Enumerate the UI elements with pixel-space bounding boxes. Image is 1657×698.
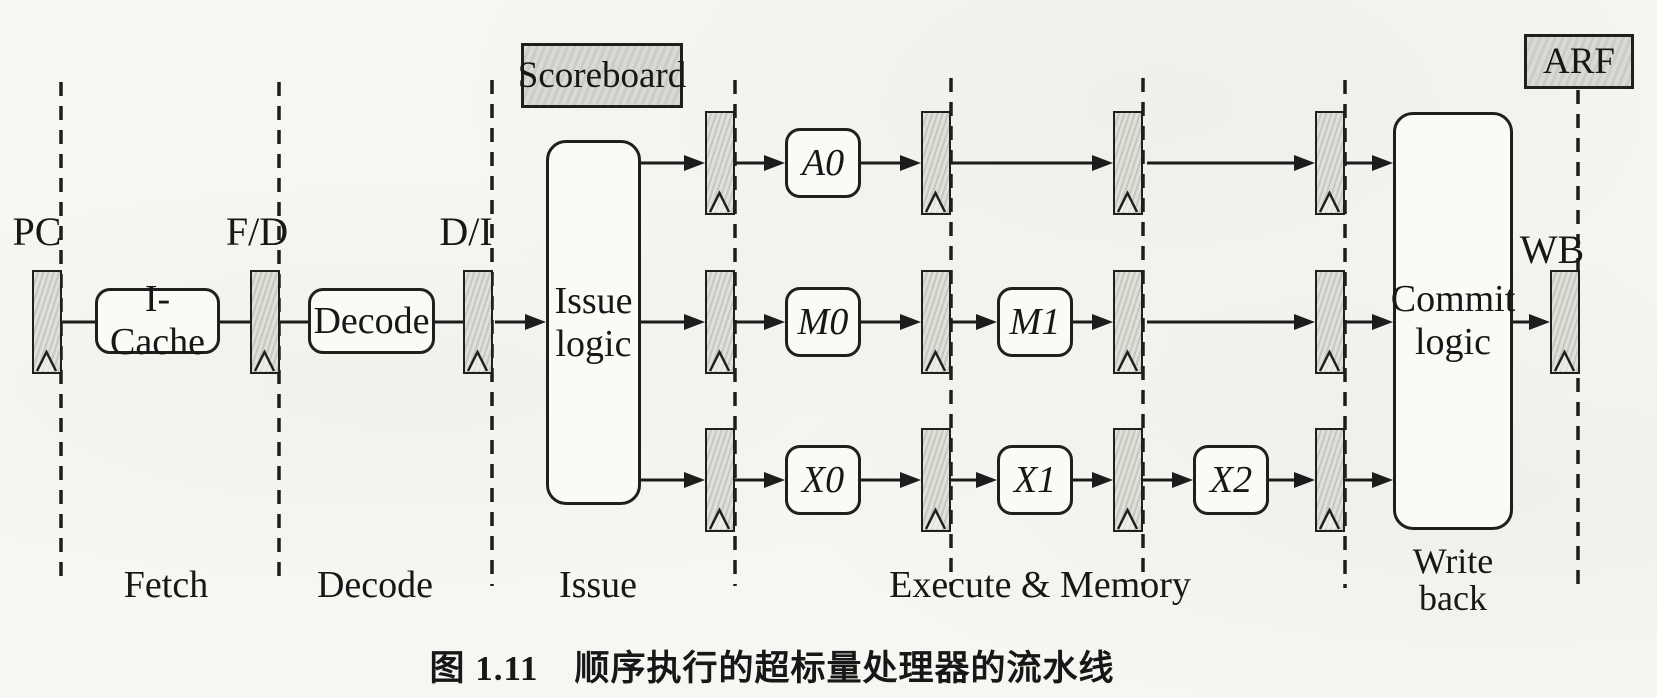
arrowhead-icon-22 bbox=[1372, 472, 1393, 488]
exec-x2-box: X2 bbox=[1193, 445, 1269, 515]
commit-logic-label-line2: logic bbox=[1415, 321, 1491, 363]
stage-label-writeback-line1: Write bbox=[1412, 541, 1494, 581]
pipeline-register-di bbox=[463, 270, 493, 374]
commit-logic-box: Commit logic bbox=[1390, 112, 1516, 530]
exec-x1-box: X1 bbox=[997, 445, 1073, 515]
clock-triangle-icon bbox=[924, 507, 947, 530]
issue-logic-label-line1: Issue bbox=[554, 279, 633, 322]
pipeline-register-fd bbox=[250, 270, 280, 374]
issue-logic-label-line2: logic bbox=[555, 322, 632, 365]
arrowhead-icon-7 bbox=[764, 472, 785, 488]
issue-logic-box: Issue logic bbox=[546, 140, 641, 505]
alu-a0-label: A0 bbox=[801, 141, 845, 184]
stage-label-fetch: Fetch bbox=[123, 564, 209, 606]
scoreboard-label: Scoreboard bbox=[517, 55, 687, 96]
pipeline-register-issue-out-a bbox=[705, 111, 735, 215]
arf-label: ARF bbox=[1543, 41, 1615, 82]
pipeline-register-ex2-a bbox=[1113, 111, 1143, 215]
alu-a0-box: A0 bbox=[785, 128, 861, 198]
di-register-label: D/I bbox=[439, 209, 493, 254]
pipeline-register-commit-in-m bbox=[1315, 270, 1345, 374]
pipeline-register-pc bbox=[32, 270, 62, 374]
mem-m0-box: M0 bbox=[785, 287, 861, 357]
arrowhead-icon-9 bbox=[900, 314, 921, 330]
clock-triangle-icon bbox=[1553, 349, 1576, 372]
clock-triangle-icon bbox=[1116, 507, 1139, 530]
stage-label-writeback-line2: back bbox=[1419, 578, 1487, 618]
arrowhead-icon-2 bbox=[684, 155, 705, 171]
clock-triangle-icon bbox=[35, 349, 58, 372]
arrowhead-icon-8 bbox=[900, 155, 921, 171]
clock-triangle-icon bbox=[1116, 349, 1139, 372]
arrowhead-icon-19 bbox=[1294, 472, 1315, 488]
clock-triangle-icon bbox=[708, 190, 731, 213]
clock-triangle-icon bbox=[1318, 190, 1341, 213]
decode-label: Decode bbox=[313, 299, 430, 342]
icache-label: I-Cache bbox=[110, 278, 205, 363]
arrowhead-icon-5 bbox=[764, 155, 785, 171]
arrowhead-icon-3 bbox=[684, 314, 705, 330]
arf-tag: ARF bbox=[1524, 34, 1634, 89]
clock-triangle-icon bbox=[1318, 349, 1341, 372]
fd-register-label: F/D bbox=[225, 209, 289, 254]
stage-label-writeback: Write back bbox=[1413, 543, 1494, 617]
exec-x1-label: X1 bbox=[1013, 458, 1057, 501]
clock-triangle-icon bbox=[253, 349, 276, 372]
icache-box: I-Cache bbox=[95, 278, 220, 363]
pipeline-register-issue-out-x bbox=[705, 428, 735, 532]
figure-caption: 图 1.11 顺序执行的超标量处理器的流水线 bbox=[429, 649, 1115, 688]
stage-label-execute: Execute & Memory bbox=[889, 564, 1191, 606]
pipeline-register-ex1-x bbox=[921, 428, 951, 532]
arrowhead-icon-14 bbox=[1092, 314, 1113, 330]
commit-logic-label-line1: Commit bbox=[1390, 278, 1516, 321]
mem-m1-label: M1 bbox=[1009, 300, 1061, 343]
arrowhead-icon-6 bbox=[764, 314, 785, 330]
clock-triangle-icon bbox=[1318, 507, 1341, 530]
mem-m1-box: M1 bbox=[997, 287, 1073, 357]
arrowhead-icon-13 bbox=[1092, 155, 1113, 171]
pipeline-register-issue-out-m bbox=[705, 270, 735, 374]
arrowhead-icon-4 bbox=[684, 472, 705, 488]
stage-label-decode: Decode bbox=[316, 564, 434, 606]
clock-triangle-icon bbox=[1116, 190, 1139, 213]
clock-triangle-icon bbox=[924, 190, 947, 213]
exec-x0-label: X0 bbox=[801, 458, 845, 501]
stage-label-issue: Issue bbox=[558, 564, 638, 606]
pipeline-register-commit-in-x bbox=[1315, 428, 1345, 532]
arrowhead-icon-21 bbox=[1372, 314, 1393, 330]
pipeline-register-ex1-a bbox=[921, 111, 951, 215]
arrowhead-icon-20 bbox=[1372, 155, 1393, 171]
arrowhead-icon-15 bbox=[1092, 472, 1113, 488]
decode-box: Decode bbox=[308, 288, 435, 354]
pipeline-register-wb bbox=[1550, 270, 1580, 374]
pipeline-register-commit-in-a bbox=[1315, 111, 1345, 215]
arrowhead-icon-1 bbox=[525, 314, 546, 330]
arrowhead-icon-11 bbox=[976, 314, 997, 330]
arrowhead-icon-17 bbox=[1294, 314, 1315, 330]
arrowhead-icon-18 bbox=[1172, 472, 1193, 488]
arrowhead-icon-23 bbox=[1529, 314, 1550, 330]
pc-register-label: PC bbox=[12, 209, 62, 254]
clock-triangle-icon bbox=[708, 349, 731, 372]
clock-triangle-icon bbox=[708, 507, 731, 530]
exec-x2-label: X2 bbox=[1209, 458, 1253, 501]
clock-triangle-icon bbox=[466, 349, 489, 372]
arrowhead-icon-12 bbox=[976, 472, 997, 488]
pipeline-register-ex1-m bbox=[921, 270, 951, 374]
arrowhead-icon-10 bbox=[900, 472, 921, 488]
pipeline-register-ex2-x bbox=[1113, 428, 1143, 532]
arrowhead-icon-16 bbox=[1294, 155, 1315, 171]
exec-x0-box: X0 bbox=[785, 445, 861, 515]
clock-triangle-icon bbox=[924, 349, 947, 372]
pipeline-register-ex2-m bbox=[1113, 270, 1143, 374]
scoreboard-tag: Scoreboard bbox=[518, 43, 686, 108]
wb-register-label: WB bbox=[1519, 227, 1585, 272]
mem-m0-label: M0 bbox=[797, 300, 849, 343]
